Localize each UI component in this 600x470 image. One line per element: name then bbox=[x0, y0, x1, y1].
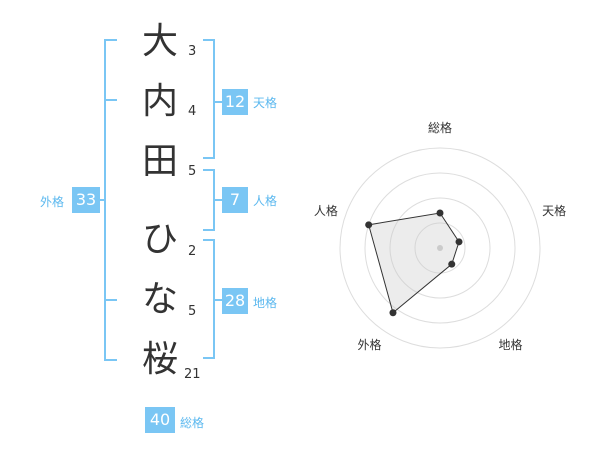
stroke-count-5: 5 bbox=[188, 304, 197, 319]
soukaku-badge: 40 bbox=[145, 407, 175, 433]
soukaku-label: 総格 bbox=[180, 416, 205, 430]
radar-center bbox=[437, 245, 443, 251]
chikaku-label: 地格 bbox=[253, 296, 278, 310]
radar-axis-label: 地格 bbox=[499, 337, 523, 352]
chikaku-badge: 28 bbox=[222, 288, 248, 314]
tenkaku-badge: 12 bbox=[222, 89, 248, 115]
jinkaku-label: 人格 bbox=[253, 194, 278, 208]
stroke-count-2: 4 bbox=[188, 104, 197, 119]
tenkaku-label: 天格 bbox=[253, 96, 278, 110]
radar-axis-label: 外格 bbox=[357, 337, 381, 352]
stroke-count-6: 21 bbox=[184, 367, 201, 382]
name-char-2: 内 bbox=[141, 81, 178, 122]
gaikaku-badge: 33 bbox=[72, 187, 100, 213]
radar-point bbox=[365, 221, 373, 229]
radar-ring bbox=[414, 222, 466, 274]
radar-ring bbox=[339, 147, 541, 349]
name-char-3: 田 bbox=[141, 141, 178, 182]
radar-axis-label: 人格 bbox=[314, 203, 338, 218]
jinkaku-badge: 7 bbox=[222, 187, 248, 213]
radar-point bbox=[389, 309, 397, 317]
name-char-6: 桜 bbox=[141, 339, 178, 380]
radar-ring bbox=[389, 197, 491, 299]
name-char-5: な bbox=[141, 279, 178, 320]
radar-point bbox=[436, 209, 444, 217]
gaikaku-label: 外格 bbox=[40, 195, 65, 209]
radar-axis-label: 天格 bbox=[542, 203, 566, 218]
name-char-1: 大 bbox=[141, 21, 178, 62]
radar-ring bbox=[364, 172, 516, 324]
stroke-count-1: 3 bbox=[188, 44, 197, 59]
stroke-count-4: 2 bbox=[188, 244, 197, 259]
name-char-4: ひ bbox=[141, 219, 178, 260]
radar-axis-label: 総格 bbox=[428, 120, 452, 135]
radar-point bbox=[455, 238, 463, 246]
radar-point bbox=[448, 260, 456, 268]
tenkaku-bracket bbox=[203, 39, 215, 159]
stroke-count-3: 5 bbox=[188, 164, 197, 179]
radar-polygon bbox=[368, 212, 460, 314]
